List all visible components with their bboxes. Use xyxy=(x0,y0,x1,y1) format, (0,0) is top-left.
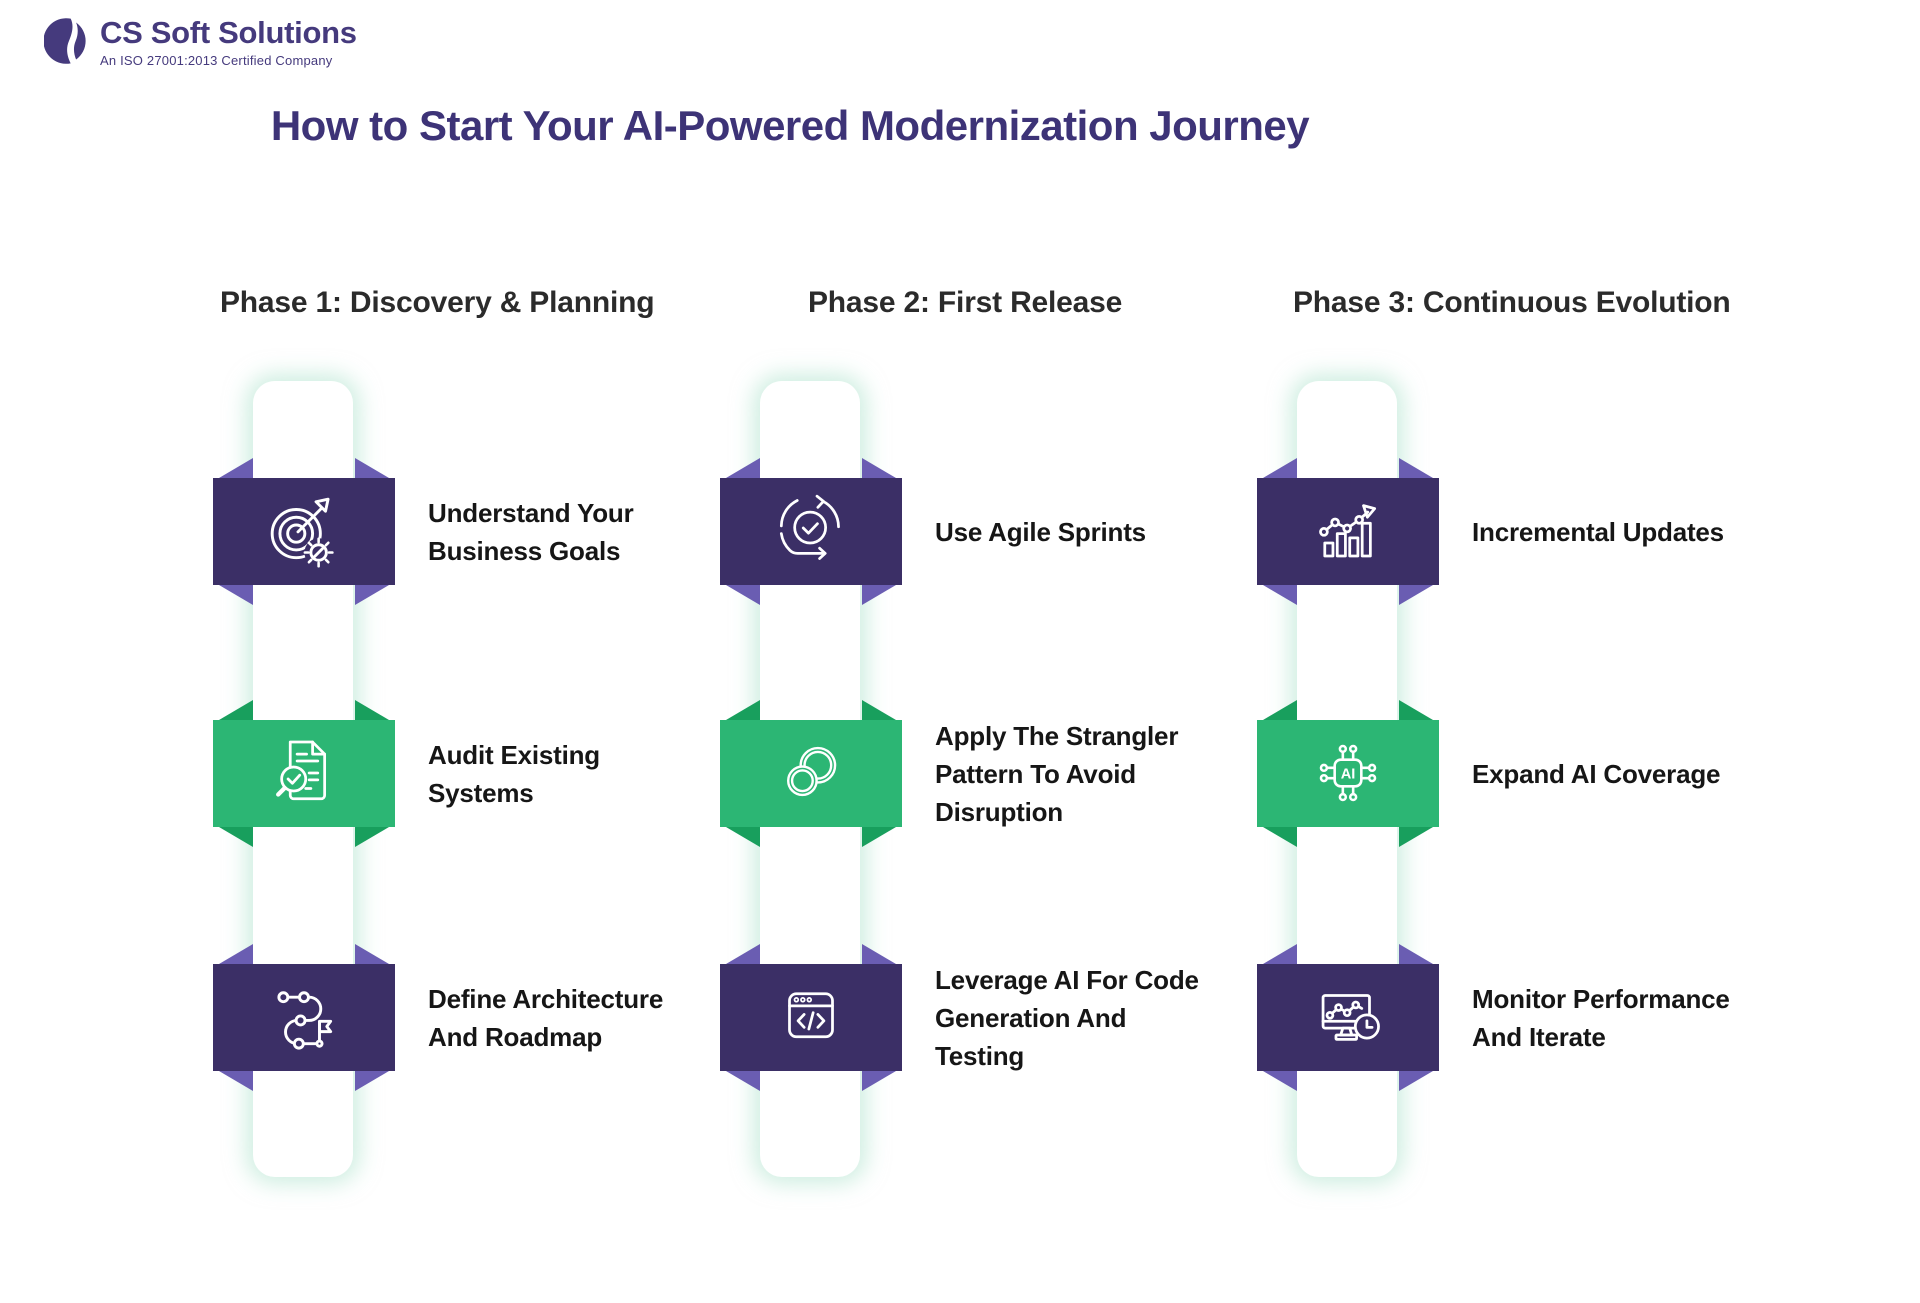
step-label: Monitor Performance And Iterate xyxy=(1472,983,1730,1052)
step-label: Expand AI Coverage xyxy=(1472,758,1721,789)
step-label: Incremental Updates xyxy=(1472,516,1724,547)
phase-header-3: Phase 3: Continuous Evolution xyxy=(1293,286,1731,319)
step-label: Use Agile Sprints xyxy=(935,516,1146,547)
target-gear-icon xyxy=(261,488,347,574)
logo: CS Soft Solutions An ISO 27001:2013 Cert… xyxy=(44,15,357,68)
phase-header-1: Phase 1: Discovery & Planning xyxy=(220,286,655,319)
phase-header-2: Phase 2: First Release xyxy=(808,286,1123,319)
step-label: Leverage AI For Code Generation And Test… xyxy=(935,964,1199,1071)
company-tagline: An ISO 27001:2013 Certified Company xyxy=(100,53,333,68)
page-title: How to Start Your AI-Powered Modernizati… xyxy=(270,102,1310,149)
document-audit-icon xyxy=(261,730,347,816)
interlocking-rings-icon xyxy=(768,730,854,816)
monitor-clock-icon xyxy=(1305,974,1391,1060)
growth-chart-icon xyxy=(1305,488,1391,574)
code-window-icon xyxy=(768,974,854,1060)
company-name: CS Soft Solutions xyxy=(100,15,357,50)
step-label: Understand Your Business Goals xyxy=(428,497,634,566)
logo-text: CS Soft Solutions An ISO 27001:2013 Cert… xyxy=(100,15,357,68)
agile-sprint-icon xyxy=(768,488,854,574)
ribbon-banner-purple xyxy=(1257,944,1439,1091)
step-label: Define Architecture And Roadmap xyxy=(428,983,664,1052)
ai-chip-icon xyxy=(1305,730,1391,816)
step-label: Audit Existing Systems xyxy=(428,739,600,808)
cs-logo-mark-icon xyxy=(44,18,86,64)
roadmap-icon xyxy=(261,974,347,1060)
step-label: Apply The Strangler Pattern To Avoid Dis… xyxy=(935,720,1179,827)
